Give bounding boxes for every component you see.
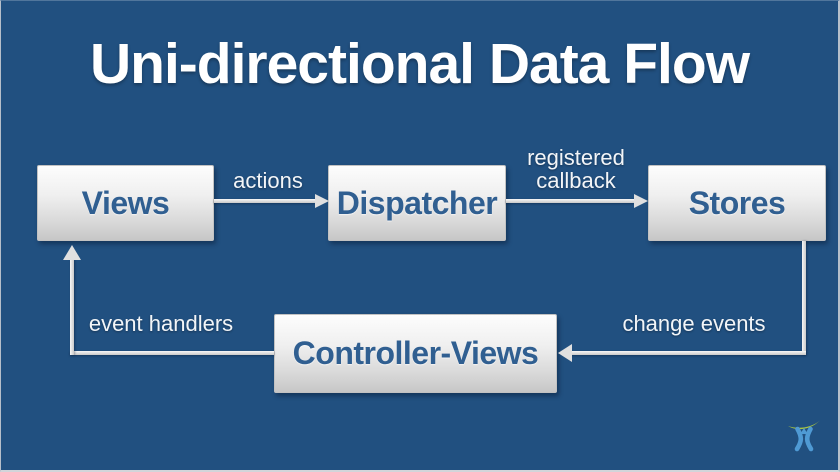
slide-title: Uni-directional Data Flow	[89, 32, 750, 96]
edge-label-change-events: change events	[622, 311, 766, 336]
node-dispatcher: Dispatcher	[328, 165, 506, 241]
node-stores: Stores	[648, 165, 826, 241]
node-dispatcher-label: Dispatcher	[336, 184, 498, 221]
atlassian-logo-icon	[788, 420, 820, 452]
node-stores-label: Stores	[688, 184, 786, 221]
arrow-stores-down-line	[802, 241, 806, 355]
arrow-up-to-views-line	[70, 260, 74, 355]
node-controller-views-label: Controller-Views	[292, 335, 539, 371]
arrow-left-icon	[558, 344, 572, 362]
arrow-right-icon	[315, 194, 329, 208]
edge-label-registered-callback: registered callback	[527, 145, 625, 193]
arrow-dispatcher-to-stores-line	[506, 199, 634, 203]
node-views-label: Views	[81, 184, 170, 221]
edge-label-event-handlers: event handlers	[88, 311, 234, 336]
arrow-controller-views-left-line	[70, 351, 274, 355]
arrow-up-icon	[63, 245, 81, 260]
node-controller-views: Controller-Views	[274, 314, 557, 393]
arrow-views-to-dispatcher-line	[214, 199, 315, 203]
node-views: Views	[37, 165, 214, 241]
arrow-right-icon	[634, 194, 648, 208]
arrow-to-controller-views-line	[571, 351, 806, 355]
edge-label-actions: actions	[233, 168, 303, 193]
